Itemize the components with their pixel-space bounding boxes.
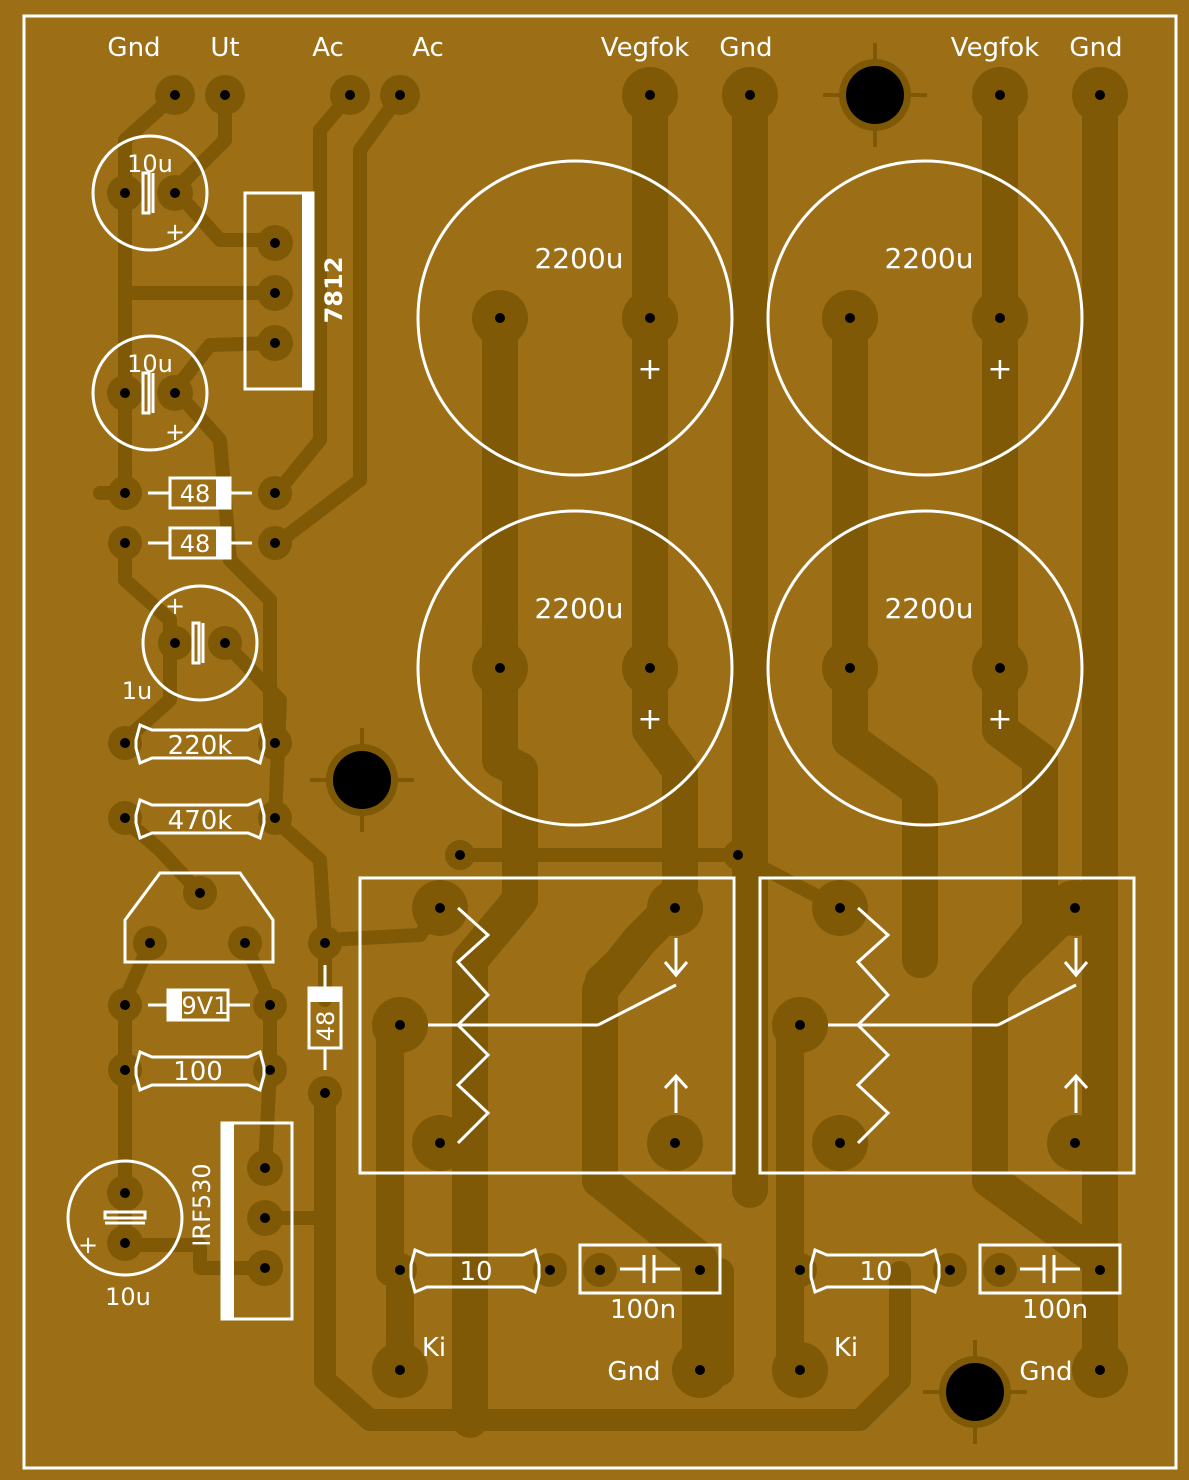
label-vegfok-1: Vegfok	[601, 33, 689, 63]
capacitor-2200u-2: 2200u +	[766, 159, 1084, 477]
zener-9v1: 9V1	[148, 988, 250, 1022]
cap-10u-bottom-plus: +	[78, 1231, 98, 1259]
cap-100n-right-label: 100n	[1022, 1295, 1088, 1325]
diode-2-label: 48	[180, 530, 211, 558]
cap-10u-mid-plus: +	[165, 418, 185, 446]
label-gnd-5: Gnd	[1019, 1357, 1072, 1387]
capacitor-10u-middle: 10u +	[91, 334, 209, 452]
cap-2200u-3-plus: +	[637, 702, 662, 737]
resistor-10-left: 10	[409, 1247, 541, 1295]
capacitor-100n-right: 100n	[978, 1243, 1122, 1325]
resistor-470k: 470k	[134, 797, 266, 841]
mounting-hole-top	[823, 43, 927, 147]
regulator-7812: 7812	[243, 191, 348, 391]
capacitor-10u-bottom: + 10u	[66, 1159, 184, 1311]
cap-2200u-4-label: 2200u	[884, 592, 973, 625]
resistor-10-left-label: 10	[459, 1257, 492, 1287]
label-gnd-1: Gnd	[107, 33, 160, 63]
label-ac-2: Ac	[412, 33, 444, 63]
label-ki-2: Ki	[834, 1333, 858, 1363]
regulator-label: 7812	[320, 257, 348, 324]
diode-48-1: 48	[148, 476, 252, 510]
label-vegfok-2: Vegfok	[951, 33, 1039, 63]
cap-2200u-1-label: 2200u	[534, 242, 623, 275]
cap-10u-bottom-label: 10u	[105, 1283, 151, 1311]
pads	[107, 67, 1128, 1398]
cap-1u-plus: +	[165, 592, 185, 620]
capacitor-2200u-1: 2200u +	[416, 159, 734, 477]
label-ac-1: Ac	[312, 33, 344, 63]
cap-10u-top-label: 10u	[127, 150, 173, 178]
resistor-100: 100	[134, 1049, 266, 1093]
relay-left	[358, 876, 736, 1175]
capacitor-2200u-4: 2200u +	[766, 509, 1084, 827]
cap-2200u-1-plus: +	[637, 352, 662, 387]
connector-labels-top: Gnd Ut Ac Ac Vegfok Gnd Vegfok Gnd	[107, 33, 1122, 63]
resistor-220k-label: 220k	[168, 731, 233, 761]
capacitor-1u: + 1u	[122, 584, 259, 705]
resistor-10-right: 10	[809, 1247, 941, 1295]
mosfet-label: IRF530	[188, 1163, 216, 1246]
cap-2200u-3-label: 2200u	[534, 592, 623, 625]
diode-48-3: 48	[307, 965, 343, 1070]
cap-2200u-2-label: 2200u	[884, 242, 973, 275]
diode-1-label: 48	[180, 480, 211, 508]
resistor-100-label: 100	[173, 1057, 223, 1087]
capacitor-100n-left: 100n	[578, 1243, 722, 1325]
transistor-to92	[123, 871, 275, 964]
diode-48-2: 48	[148, 526, 252, 560]
capacitor-10u-top: 10u +	[91, 134, 209, 252]
cap-10u-mid-label: 10u	[127, 350, 173, 378]
connector-labels-bottom: Ki Gnd Ki Gnd	[422, 1333, 1073, 1387]
capacitor-2200u-3: 2200u +	[416, 509, 734, 827]
mosfet-irf530: IRF530	[188, 1121, 294, 1321]
relay-right	[758, 876, 1136, 1175]
board-outline	[22, 14, 1178, 1470]
cap-10u-top-plus: +	[165, 218, 185, 246]
cap-1u-label: 1u	[122, 677, 152, 705]
label-gnd-4: Gnd	[607, 1357, 660, 1387]
mounting-hole-middle	[310, 728, 414, 832]
label-gnd-2: Gnd	[719, 33, 772, 63]
label-ki-1: Ki	[422, 1333, 446, 1363]
resistor-10-right-label: 10	[859, 1257, 892, 1287]
zener-label: 9V1	[182, 992, 229, 1020]
cap-100n-left-label: 100n	[610, 1295, 676, 1325]
cap-2200u-2-plus: +	[987, 352, 1012, 387]
label-gnd-3: Gnd	[1069, 33, 1122, 63]
mounting-hole-bottom	[923, 1340, 1027, 1444]
label-ut: Ut	[210, 33, 239, 63]
resistor-220k: 220k	[134, 722, 266, 766]
cap-2200u-4-plus: +	[987, 702, 1012, 737]
diode-3-label: 48	[312, 1011, 340, 1042]
resistor-470k-label: 470k	[168, 806, 233, 836]
